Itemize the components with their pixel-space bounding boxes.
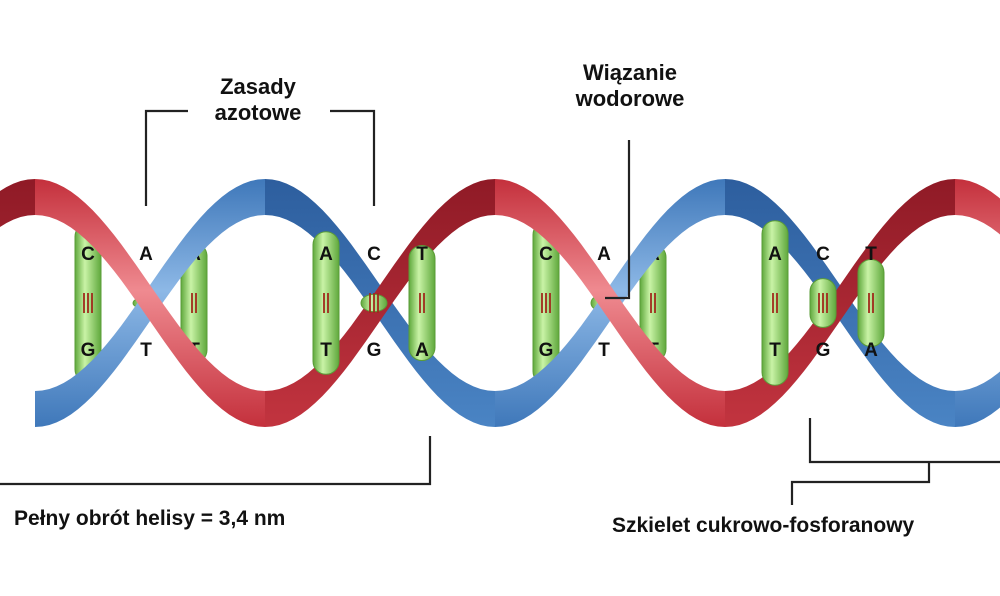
base-letter-bottom: T <box>769 340 781 361</box>
base-pair: AT <box>312 231 340 375</box>
base-letter-top: A <box>597 244 611 265</box>
callout-line-backbone-b <box>790 462 931 505</box>
base-letter-top: A <box>139 244 153 265</box>
callout-line-bases-left <box>144 109 188 206</box>
base-letter-bottom: T <box>598 340 610 361</box>
label-hydrogen-bond: Wiązanie wodorowe <box>575 60 685 112</box>
base-pair: TA <box>857 244 885 361</box>
callout-line-hydrogen-bond <box>605 140 631 300</box>
base-letter-bottom: A <box>864 340 878 361</box>
base-pair: CG <box>360 244 388 361</box>
backbone-strand-red-front <box>35 179 265 427</box>
backbone-strand-red-front <box>955 179 1000 235</box>
base-letter-top: C <box>539 244 553 265</box>
base-letter-bottom: T <box>140 340 152 361</box>
callout-lines <box>0 109 1000 505</box>
base-pair-rod <box>312 231 340 375</box>
base-letter-bottom: T <box>320 340 332 361</box>
base-pair: CG <box>74 223 102 383</box>
base-pair-rod <box>408 244 436 362</box>
base-letter-bottom: A <box>415 340 429 361</box>
base-letter-top: T <box>865 244 877 265</box>
base-letter-bottom: G <box>367 340 382 361</box>
label-nitrogenous-bases: Zasady azotowe <box>214 74 302 126</box>
base-letter-bottom: G <box>816 340 831 361</box>
base-letter-top: C <box>367 244 381 265</box>
base-pair-rod <box>857 258 885 348</box>
base-pair-rod <box>761 220 789 386</box>
base-letter-top: C <box>81 244 95 265</box>
backbone-strand-red-back <box>0 179 35 227</box>
backbone-strand-blue-front <box>955 371 1000 427</box>
callout-line-full-turn <box>0 436 432 486</box>
base-letter-top: T <box>416 244 428 265</box>
base-letter-bottom: G <box>539 340 554 361</box>
label-full-helix-turn: Pełny obrót helisy = 3,4 nm <box>14 507 286 530</box>
backbone-strand-red-front <box>495 179 725 427</box>
base-letter-bottom: G <box>81 340 96 361</box>
base-pair: TA <box>408 244 436 362</box>
strand-front-layer <box>35 179 1000 427</box>
base-letter-top: A <box>319 244 333 265</box>
base-letter-top: C <box>816 244 830 265</box>
base-pair: AT <box>761 220 789 386</box>
callout-line-bases-right <box>330 109 376 206</box>
base-letter-top: A <box>768 244 782 265</box>
label-sugar-phosphate-backbone: Szkielet cukrowo-fosforanowy <box>612 514 915 537</box>
base-pair: CG <box>809 244 837 361</box>
callout-line-backbone-a <box>808 418 1000 464</box>
